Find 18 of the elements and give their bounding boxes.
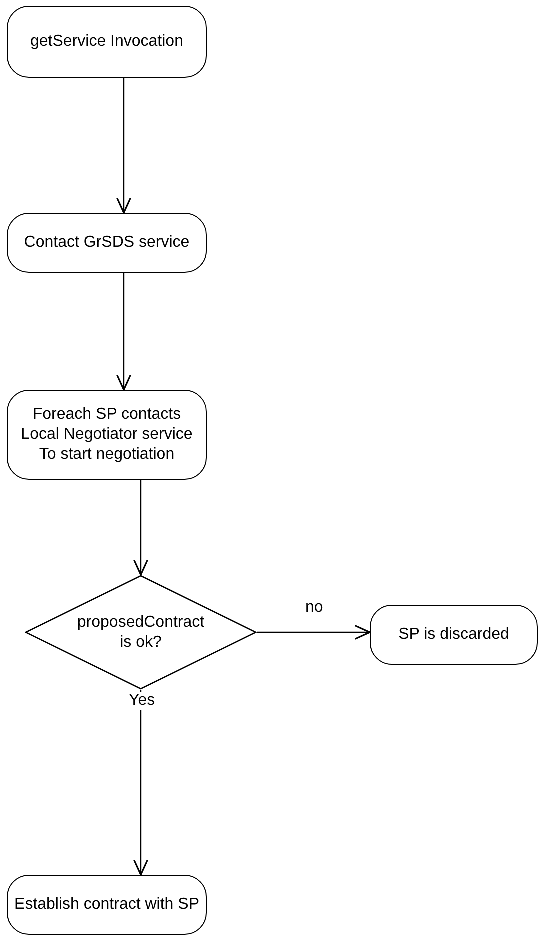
node-label: SP is discarded xyxy=(398,625,510,645)
process-box xyxy=(7,213,207,273)
process-box xyxy=(7,6,207,78)
node-label: getService Invocation xyxy=(30,32,184,52)
process-box xyxy=(7,390,207,480)
decision-diamond xyxy=(25,575,257,690)
process-box xyxy=(7,875,207,935)
arrow xyxy=(134,480,148,576)
arrow xyxy=(116,78,132,214)
node-label: Establish contract with SP xyxy=(14,895,200,915)
node-label: proposedContract is ok? xyxy=(76,612,206,652)
process-box xyxy=(370,605,538,665)
arrow xyxy=(116,273,132,391)
node-label: Contact GrSDS service xyxy=(24,233,190,253)
arrow xyxy=(257,625,371,640)
arrow xyxy=(134,690,148,876)
edge-label: Yes xyxy=(127,692,158,710)
node-label: Foreach SP contacts Local Negotiator service To start negotiation xyxy=(20,405,194,465)
